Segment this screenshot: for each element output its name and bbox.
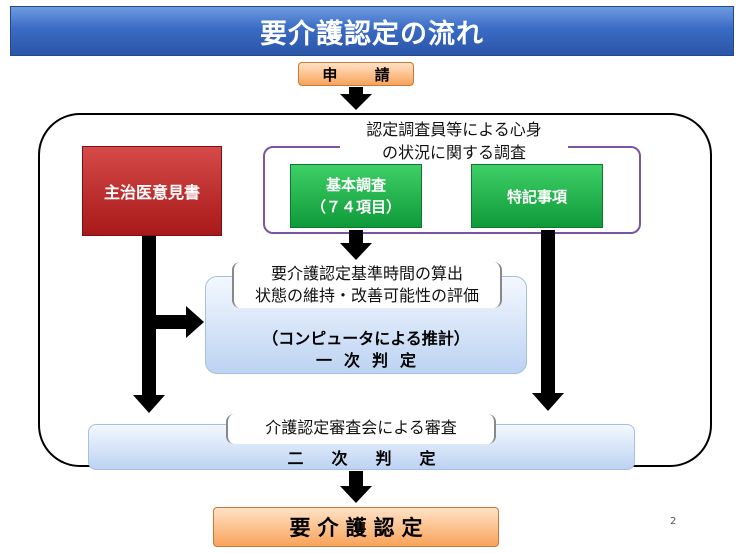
page-number: 2 (670, 516, 677, 527)
page-title: 要介護認定の流れ (10, 6, 734, 56)
survey-title: 認定調査員等による心身 の状況に関する調査 (340, 118, 568, 168)
primary-judgment-title: 一次判定 (315, 351, 428, 370)
arrow-apply-down (340, 87, 372, 110)
arrow-final-down (340, 471, 372, 503)
final-certification-box: 要介護認定 (213, 507, 499, 547)
basic-survey-line-1: 基本調査 (325, 176, 386, 194)
primary-judgment-subtitle: （コンピュータによる推計） (262, 329, 470, 348)
arrow-doctor-down (133, 236, 165, 413)
secondary-judgment-box (88, 424, 635, 470)
arrow-special-down (532, 230, 564, 411)
primary-judgment-label: （コンピュータによる推計） 一次判定 (210, 328, 522, 372)
arrow-doctor-right (156, 306, 204, 338)
basic-survey-box: 基本調査 （７４項目） (290, 164, 422, 228)
basic-survey-line-2: （７４項目） (310, 198, 401, 216)
arrow-basic-down (340, 230, 372, 260)
special-notes-box: 特記事項 (471, 164, 603, 228)
review-note: 介護認定審査会による審査 (226, 414, 496, 444)
doctor-opinion-box: 主治医意見書 (82, 146, 222, 236)
calc-note: 要介護認定基準時間の算出 状態の維持・改善可能性の評価 (232, 262, 502, 308)
secondary-judgment-title: 二次判定 (287, 449, 464, 468)
application-box: 申 請 (298, 62, 414, 86)
calc-note-line-1: 要介護認定基準時間の算出 (270, 264, 463, 283)
calc-note-line-2: 状態の維持・改善可能性の評価 (254, 286, 479, 305)
survey-title-line-1: 認定調査員等による心身 (366, 120, 542, 139)
survey-title-line-2: の状況に関する調査 (381, 143, 526, 162)
